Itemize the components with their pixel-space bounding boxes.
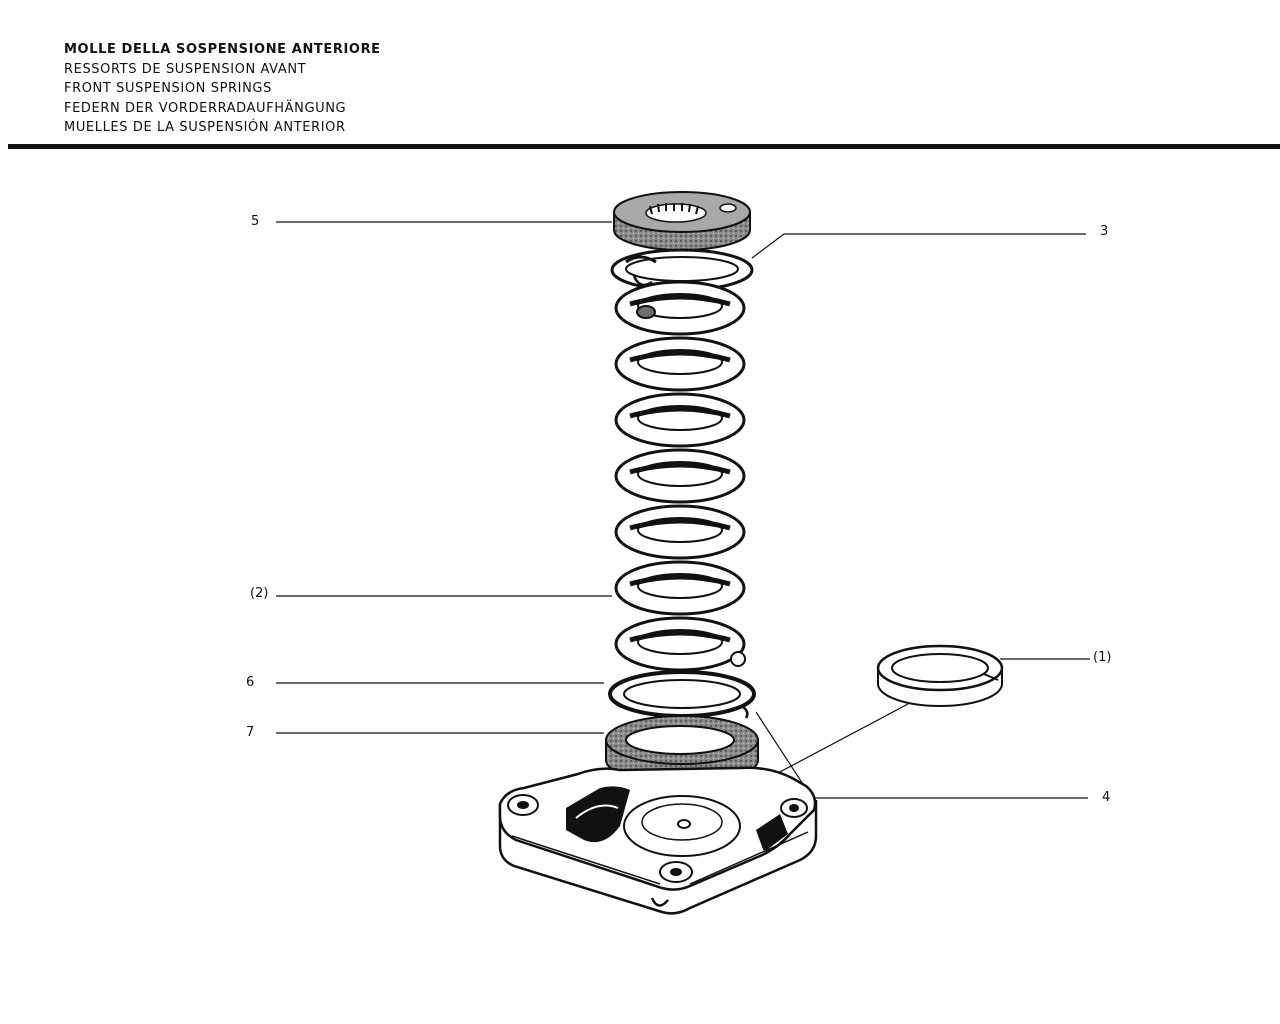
- callout-3: 3: [1100, 224, 1108, 239]
- spring-coil-shadow: [629, 574, 731, 587]
- spring-end-cut: [636, 305, 656, 319]
- spring-coil-shadow: [629, 462, 731, 475]
- coil-spring: [614, 280, 746, 672]
- title-french: RESSORTS DE SUSPENSION AVANT: [64, 61, 307, 77]
- loose-washer: [876, 644, 1004, 707]
- callout-labels: 5 3 (2) (1) 6 7 4: [246, 214, 1111, 805]
- upper-spacer-ring: [610, 248, 754, 292]
- callout-2: (2): [250, 586, 268, 601]
- header-rule: [8, 144, 1280, 149]
- title-english: FRONT SUSPENSION SPRINGS: [64, 81, 272, 96]
- top-rubber-pad: [613, 191, 751, 251]
- callout-6: 6: [246, 675, 254, 690]
- callout-4: 4: [1102, 790, 1110, 805]
- spring-coil-shadow: [629, 350, 731, 363]
- spring-coil-shadow: [629, 630, 731, 643]
- title-block: MOLLE DELLA SOSPENSIONE ANTERIORE RESSOR…: [64, 40, 381, 138]
- title-german: FEDERN DER VORDERRADAUFHÄNGUNG: [64, 100, 347, 116]
- callout-5: 5: [251, 214, 259, 229]
- callout-7: 7: [246, 725, 254, 740]
- spring-coil-shadow: [629, 294, 731, 307]
- spring-coil-shadow: [629, 518, 731, 531]
- mounting-base-plate: [498, 766, 818, 915]
- title-italian: MOLLE DELLA SOSPENSIONE ANTERIORE: [64, 42, 381, 57]
- leader-line-3: [751, 233, 1086, 259]
- title-spanish: MUELLES DE LA SUSPENSIÓN ANTERIOR: [64, 120, 346, 135]
- callout-1: (1): [1093, 650, 1111, 665]
- spring-coil-shadow: [629, 406, 731, 419]
